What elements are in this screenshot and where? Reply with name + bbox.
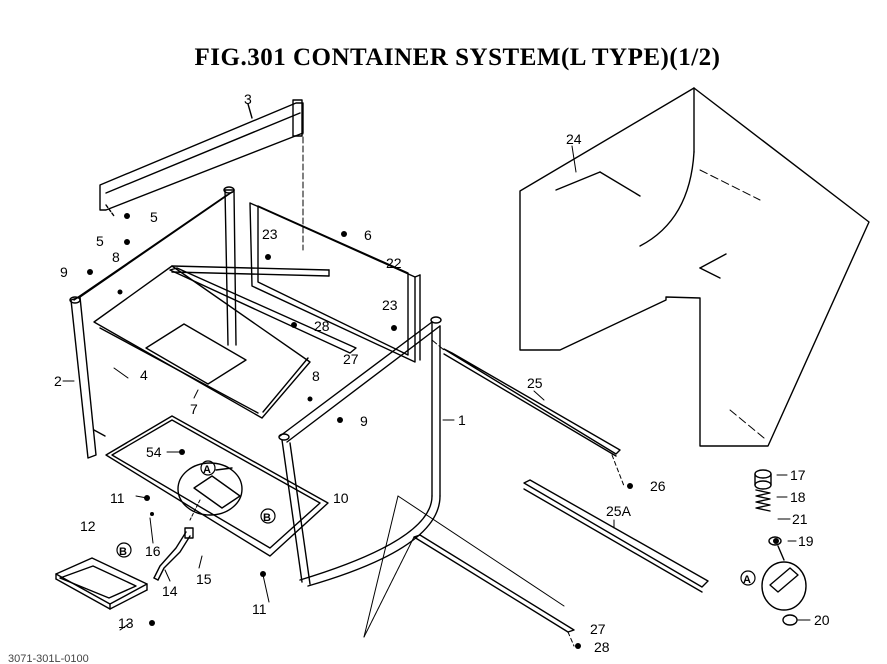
callout-54: 54	[146, 444, 162, 460]
side-rail-part	[443, 348, 621, 457]
callout-24: 24	[566, 131, 582, 147]
callout-26: 26	[650, 478, 666, 494]
callout-5a: 5	[150, 209, 158, 225]
callout-13: 13	[118, 615, 134, 631]
callout-8b: 8	[312, 368, 320, 384]
callout-14: 14	[162, 583, 178, 599]
back-panel-part	[249, 202, 421, 363]
callout-1: 1	[458, 412, 466, 428]
callout-11a: 11	[110, 490, 125, 506]
callout-16: 16	[145, 543, 161, 559]
callout-7: 7	[190, 401, 198, 417]
callout-25a: 25A	[606, 503, 632, 519]
callout-17: 17	[790, 467, 806, 483]
inner-rail-part	[169, 267, 357, 354]
document-code: 3071-301L-0100	[8, 654, 89, 664]
callout-9a: 9	[60, 264, 68, 280]
fastener-dots	[87, 213, 779, 649]
cover-part	[55, 557, 148, 610]
lower-plate-part	[105, 415, 329, 557]
callout-1-2: 2	[54, 373, 62, 389]
callout-23a: 23	[262, 226, 278, 242]
callout-22: 22	[386, 255, 402, 271]
detail-marker-a-label: A	[203, 464, 211, 476]
part-callouts: 2 1 3 4 5 5 6 7 8 8 9 9 10 11 11 12 13 1…	[54, 91, 830, 655]
callout-3: 3	[244, 91, 252, 107]
callout-23b: 23	[382, 297, 398, 313]
lower-side-rail-part	[523, 479, 709, 593]
dashed-assembly-lines	[189, 109, 765, 647]
callout-28b: 28	[594, 639, 610, 655]
detail-marker-b-label: B	[263, 512, 271, 524]
callout-20: 20	[814, 612, 830, 628]
callout-8a: 8	[112, 249, 120, 265]
top-rail-part	[99, 99, 304, 217]
detail-markers: A B B A	[116, 460, 756, 586]
side-shield-part	[519, 87, 870, 447]
callout-4: 4	[140, 367, 148, 383]
detail-marker-a2-label: A	[743, 574, 751, 586]
callout-12: 12	[80, 518, 96, 534]
callout-27b: 27	[590, 621, 606, 637]
callout-9b: 9	[360, 413, 368, 429]
figure-title: FIG.301 CONTAINER SYSTEM(L TYPE)(1/2)	[194, 44, 721, 71]
callout-18: 18	[790, 489, 806, 505]
callout-5b: 5	[96, 233, 104, 249]
detail-marker-b2-label: B	[119, 546, 127, 558]
harness-part	[153, 527, 194, 581]
callout-25: 25	[527, 375, 543, 391]
callout-21: 21	[792, 511, 808, 527]
callout-27a: 27	[343, 351, 359, 367]
callout-6: 6	[364, 227, 372, 243]
callout-19: 19	[798, 533, 814, 549]
spring-stack-part	[754, 469, 807, 626]
right-frame-part	[278, 316, 442, 587]
lower-rail-part	[413, 534, 575, 633]
label-leader-lines	[62, 145, 811, 631]
callout-15: 15	[196, 571, 212, 587]
callout-10: 10	[333, 490, 349, 506]
floor-plate-part	[93, 265, 330, 419]
callout-28a: 28	[314, 318, 330, 334]
callout-11b: 11	[252, 601, 267, 617]
